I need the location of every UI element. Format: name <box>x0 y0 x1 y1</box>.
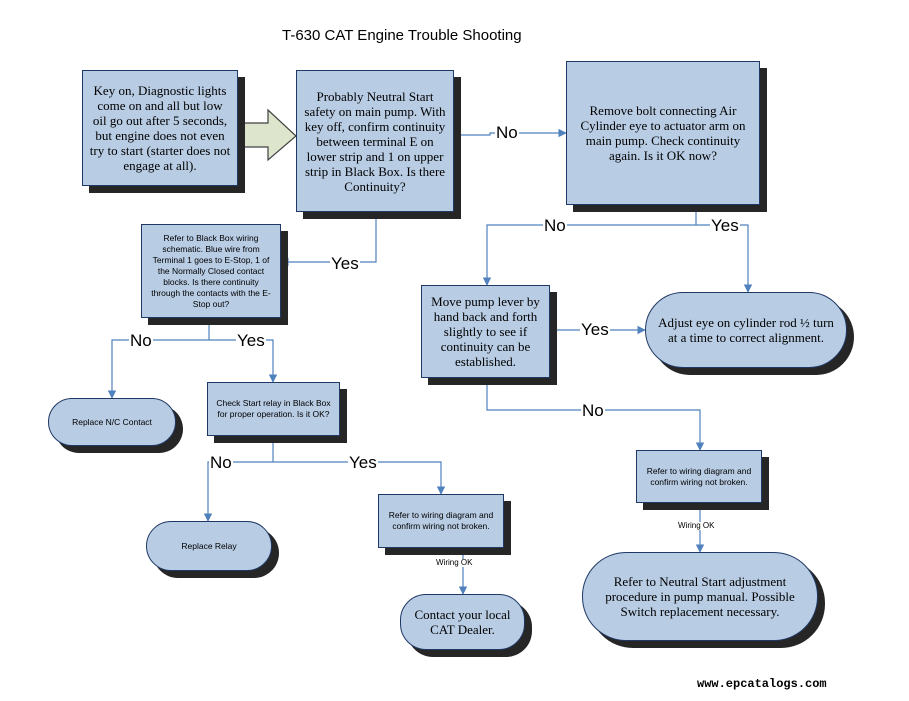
node-replace-relay: Replace Relay <box>146 521 272 571</box>
node-black-box-wiring: Refer to Black Box wiring schematic. Blu… <box>141 224 281 318</box>
connector-no-relay-replace <box>203 461 273 522</box>
edge-label-no: No <box>209 453 233 472</box>
node-remove-bolt: Remove bolt connecting Air Cylinder eye … <box>566 61 760 205</box>
node-check-relay: Check Start relay in Black Box for prope… <box>207 382 340 436</box>
edge-label-no: No <box>129 331 153 350</box>
node-neutral-start: Probably Neutral Start safety on main pu… <box>296 70 454 212</box>
node-adjust-eye: Adjust eye on cylinder rod ½ turn at a t… <box>645 292 847 368</box>
connector-yes-neutral-blackbox <box>280 212 377 267</box>
connector-yes-relay-wiring <box>273 461 446 495</box>
edge-label-yes: Yes <box>710 216 740 235</box>
connector-yes-bolt-adjust <box>696 224 753 293</box>
connector-no-bolt-pump <box>482 224 696 286</box>
edge-label-no: No <box>581 401 605 420</box>
node-wiring-diagram-left: Refer to wiring diagram and confirm wiri… <box>378 494 504 548</box>
edge-label-no: No <box>495 123 519 142</box>
node-wiring-diagram-right: Refer to wiring diagram and confirm wiri… <box>636 450 762 503</box>
connector-no-neutral-bolt <box>454 128 567 138</box>
edge-label-yes: Yes <box>348 453 378 472</box>
node-move-pump-lever: Move pump lever by hand back and forth s… <box>421 285 550 378</box>
node-neutral-adjust: Refer to Neutral Start adjustment proced… <box>582 552 818 641</box>
page-title: T-630 CAT Engine Trouble Shooting <box>282 27 522 44</box>
footer-url: www.epcatalogs.com <box>697 677 827 691</box>
block-arrow <box>237 108 297 162</box>
node-contact-dealer: Contact your local CAT Dealer. <box>400 594 525 650</box>
connector-no-blackbox-replace <box>107 339 209 399</box>
edge-label-yes: Yes <box>236 331 266 350</box>
edge-label-yes: Yes <box>330 254 360 273</box>
edge-label-wiring-ok: Wiring OK <box>678 521 715 530</box>
edge-label-yes: Yes <box>580 320 610 339</box>
node-start: Key on, Diagnostic lights come on and al… <box>82 70 238 186</box>
edge-label-no: No <box>543 216 567 235</box>
connector-yes-blackbox-relay <box>209 339 278 383</box>
node-replace-nc: Replace N/C Contact <box>48 398 176 446</box>
edge-label-wiring-ok: Wiring OK <box>436 558 473 567</box>
